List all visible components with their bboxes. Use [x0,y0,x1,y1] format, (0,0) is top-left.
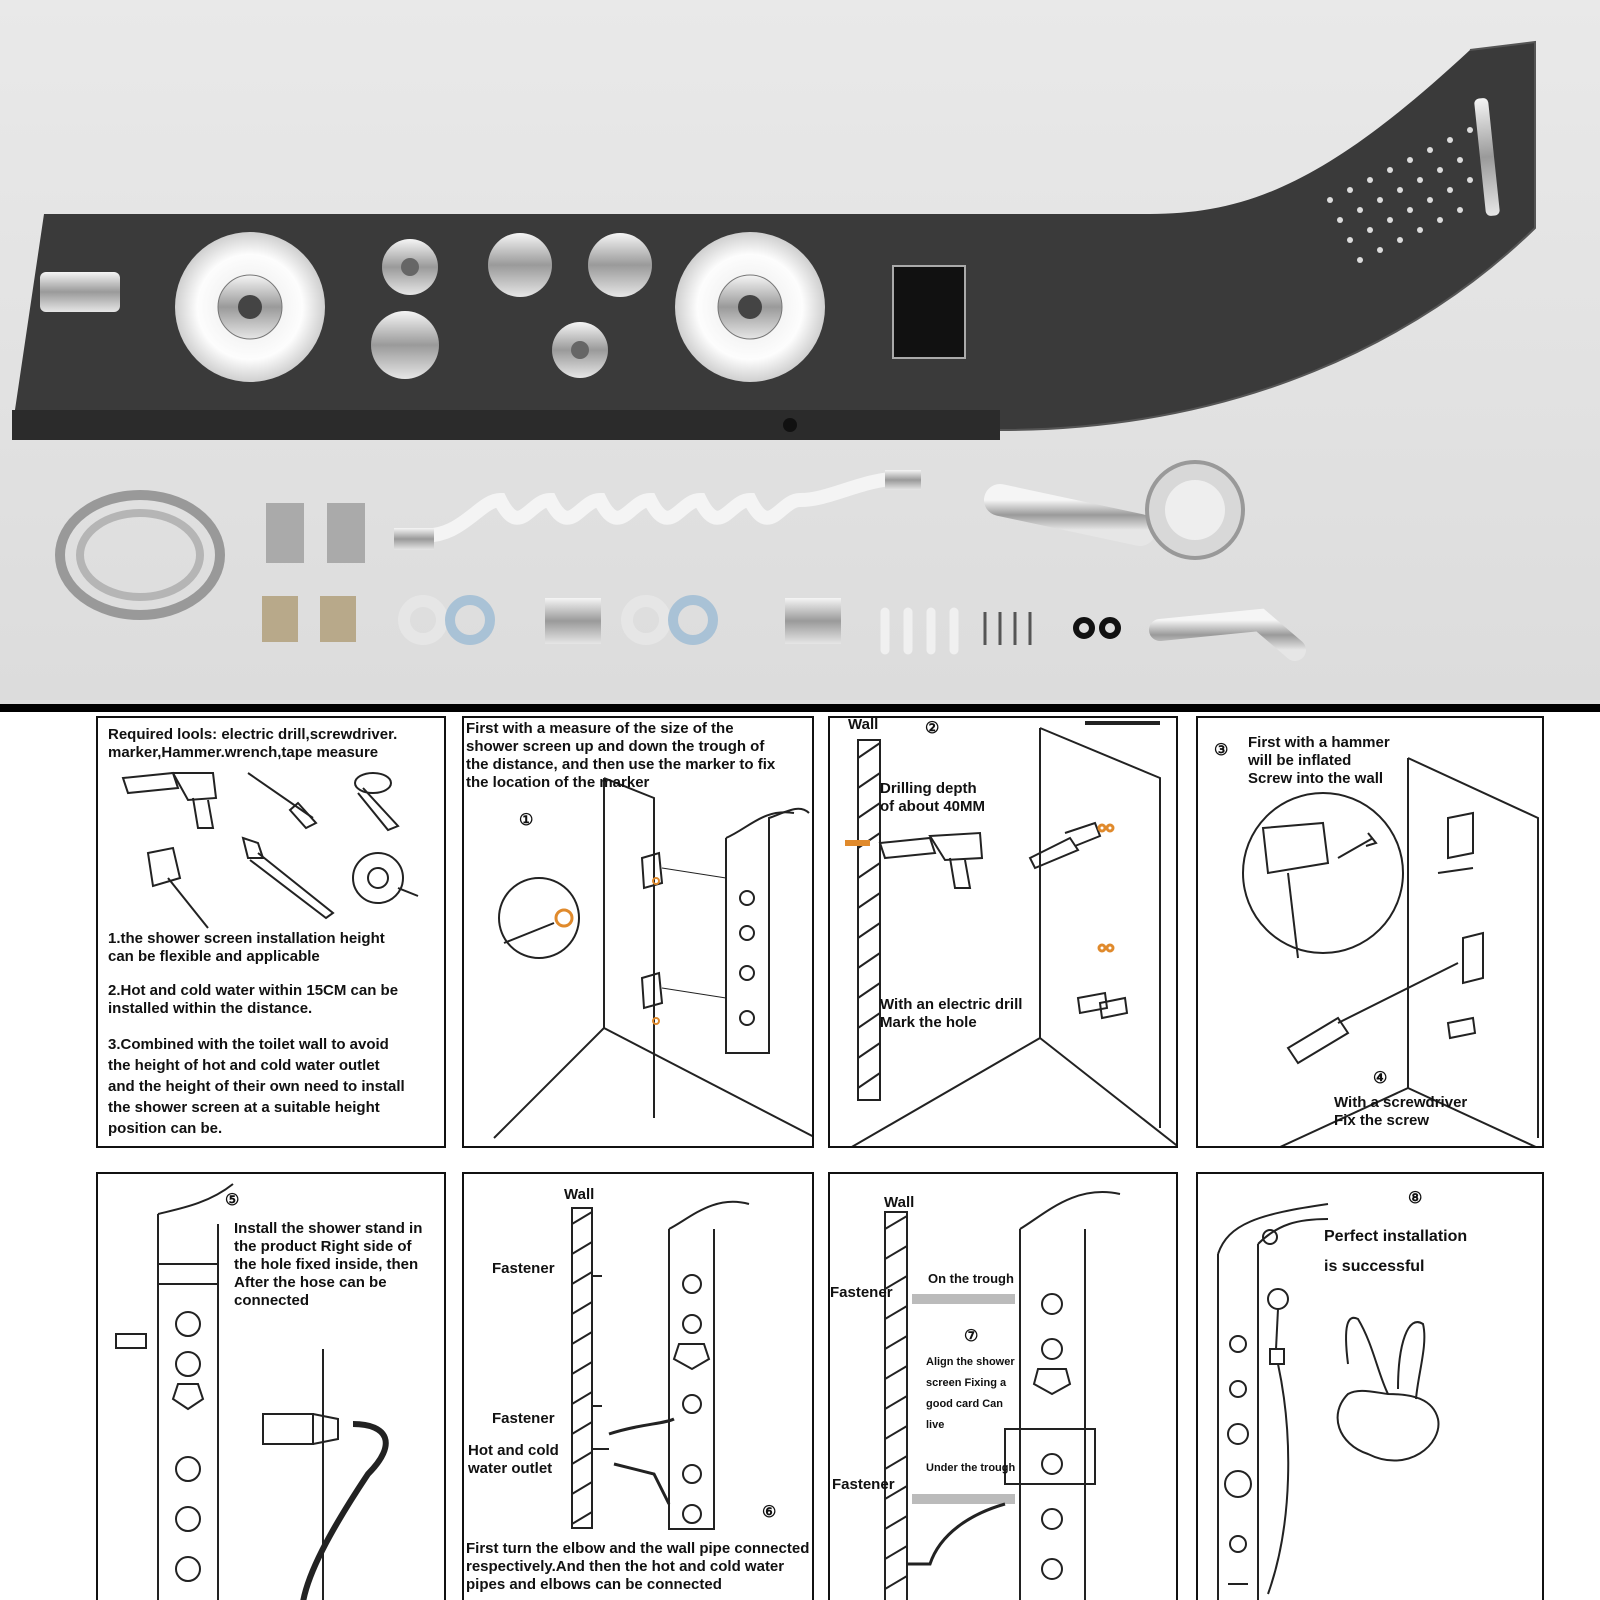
panel-step-5: ⑤ Install the shower stand in the produc… [96,1172,446,1600]
fastener-top-label: Fastener [830,1284,893,1301]
note-3: 3.Combined with the toilet wall to avoid… [108,1036,405,1137]
step-5-number: ⑤ [225,1192,240,1209]
panel-step-1: First with a measure of the size of the … [462,716,814,1148]
massage-jet-right [675,232,825,382]
hammer-icon [146,846,209,929]
anchor-plugs [1076,991,1129,1020]
fastener-top-label: Fastener [492,1260,555,1277]
success-text: Perfect installation is successful [1324,1228,1468,1275]
wall-label: Wall [564,1186,595,1203]
panel-required-tools: Required lools: electric drill,screwdriv… [96,716,446,1148]
step-2-number: ② [925,720,940,737]
step-4-number: ④ [1373,1070,1388,1087]
screwdriver-icon [1286,931,1484,1065]
marker-icon [247,772,318,830]
shower-panel-outline [668,1200,750,1530]
panel-step-2: Wall ② Drilling depth of about 40MM With… [828,716,1178,1148]
tools-text: Required lools: electric drill,screwdriv… [108,726,398,761]
tape-measure-icon [354,772,400,832]
note-2: 2.Hot and cold water within 15CM can be … [108,982,399,1017]
panel-step-8: ⑧ Perfect installation is successful [1196,1172,1544,1600]
step6-text: First turn the elbow and the wall pipe c… [466,1540,810,1593]
hose-connection [262,1349,389,1600]
control-knobs [371,233,652,379]
massage-jet-left [175,232,325,382]
pipe-connection [592,1417,675,1505]
accessories [55,460,1306,661]
step5-text: Install the shower stand in the product … [234,1220,423,1309]
under-trough-label: Under the trough [926,1462,1016,1474]
step1-text: First with a measure of the size of the … [466,720,776,791]
wall-corner [851,727,1176,1146]
temperature-display [892,265,966,359]
product-photo [0,0,1600,704]
panel-step-6: Wall Fastener Fastener Hot and cold wate… [462,1172,814,1600]
fastener-bottom-label: Fastener [832,1476,895,1493]
hand-shower-holder [40,272,120,312]
fastener-marks [592,1275,602,1407]
wall-section [884,1211,908,1600]
wall-corner [1279,757,1539,1146]
shower-panel-outline [157,1183,234,1600]
drill-icon [878,831,984,889]
hand-shower-icon [1267,1288,1290,1595]
panel-step-7: Wall Fastener On the trough ⑦ Align the … [828,1172,1178,1600]
anchor-plugs [1446,1016,1477,1040]
victory-hand-icon [1336,1316,1440,1462]
bracket-icon [115,1333,147,1349]
fastener-bottom-label: Fastener [492,1410,555,1427]
wall-section [571,1207,593,1529]
mark-hole-text: With an electric drill Mark the hole [880,996,1023,1031]
section-divider [0,704,1600,712]
drilling-depth-text: Drilling depth of about 40MM [880,780,985,815]
hammer-text: First with a hammer will be inflated Scr… [1248,734,1390,787]
wall-section [857,739,881,1101]
shower-panel-outline [1217,1203,1329,1600]
tape-reel-icon [352,852,419,904]
waterfall-spout [1474,98,1500,216]
wall-label: Wall [848,716,879,733]
marking-circle-icon [498,877,580,959]
screwdriver-text: With a screwdriver Fix the screw [1334,1094,1468,1129]
wall-corner [493,777,812,1139]
drill-icon-2 [1028,821,1102,870]
rain-head-nozzles [1327,127,1473,263]
drill-icon [121,771,218,829]
step-8-number: ⑧ [1408,1190,1423,1207]
wall-label: Wall [884,1194,915,1211]
step-6-number: ⑥ [762,1504,777,1521]
panel-step-3-4: ③ First with a hammer will be inflated S… [1196,716,1544,1148]
water-outlet-label: Hot and cold water outlet [468,1442,559,1477]
align-text: Align the shower screen Fixing a good ca… [926,1356,1015,1431]
anchor-bracket [1437,811,1474,874]
shower-panel-outline [725,807,810,1054]
hammer-zoom-circle [1242,792,1404,959]
on-trough-label: On the trough [928,1271,1014,1286]
step-1-number: ① [519,812,534,829]
bracket-marks [640,851,727,1025]
step-3-number: ③ [1214,742,1229,759]
note-1: 1.the shower screen installation height … [108,930,385,965]
wrench-icon [241,836,335,920]
shower-panel-outline [1004,1191,1121,1600]
pipe [907,1502,1006,1566]
step-7-number: ⑦ [964,1328,979,1345]
